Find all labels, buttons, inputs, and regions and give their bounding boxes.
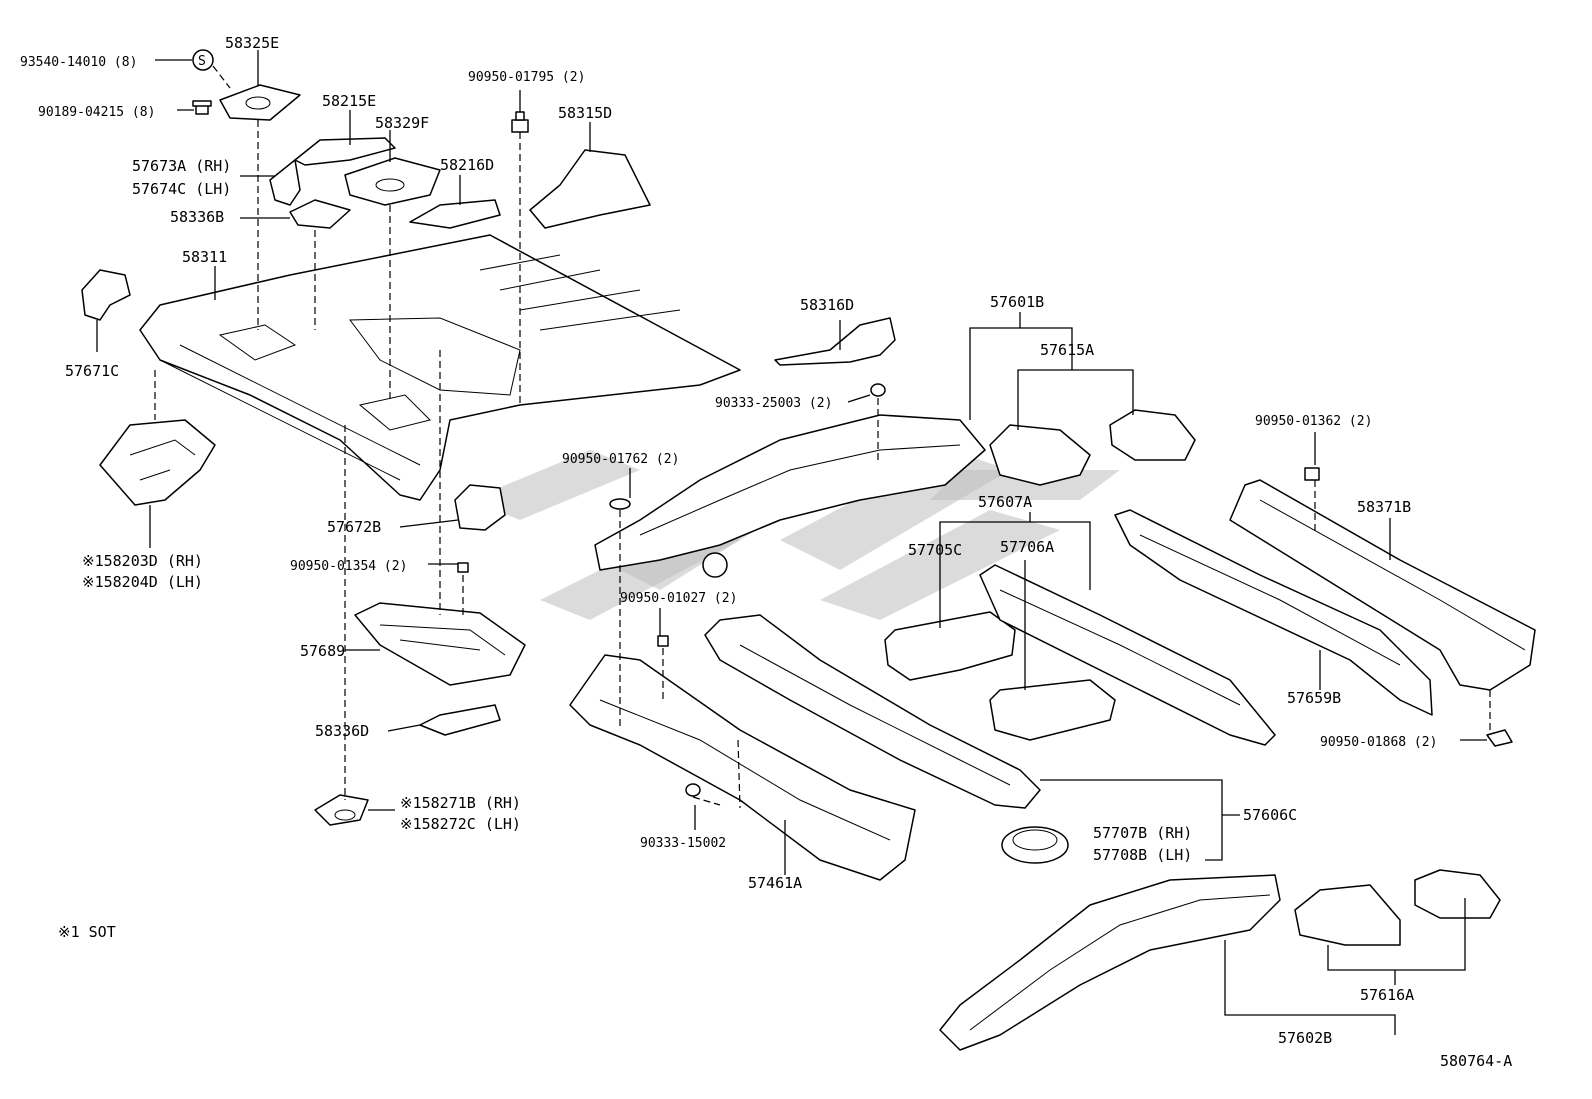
part-57706a-rail	[979, 564, 1276, 746]
label-57674c: 57674C (LH)	[132, 180, 231, 198]
label-90950-01362: 90950-01362 (2)	[1255, 414, 1372, 429]
label-57708b: 57708B (LH)	[1093, 846, 1192, 864]
label-58316d: 58316D	[800, 296, 854, 314]
label-158271b: ※158271B (RH)	[400, 794, 521, 812]
part-57606c-crossmember	[704, 614, 1041, 809]
label-57673a: 57673A (RH)	[132, 157, 231, 175]
clip-90333-25003-icon	[870, 383, 886, 397]
label-57607a: 57607A	[978, 493, 1032, 511]
part-58371b-rail	[1229, 479, 1536, 691]
drawing-code: 580764-A	[1440, 1052, 1512, 1070]
label-58325e: 58325E	[225, 34, 279, 52]
label-58329f: 58329F	[375, 114, 429, 132]
leader-lines	[96, 50, 1491, 1035]
part-57616a-right	[1414, 869, 1501, 919]
clip-90189-icon	[192, 100, 212, 115]
clip-90333-15002-icon	[685, 783, 701, 797]
part-58325e-shape	[219, 84, 301, 121]
label-58371b: 58371B	[1357, 498, 1411, 516]
part-158203d-shape	[99, 419, 216, 506]
clip-90950-01762-icon	[609, 498, 631, 510]
label-158272c: ※158272C (LH)	[400, 815, 521, 833]
label-57707b: 57707B (RH)	[1093, 824, 1192, 842]
label-93540-14010: 93540-14010 (8)	[20, 55, 137, 70]
label-57602b: 57602B	[1278, 1029, 1332, 1047]
footnote-sot: ※1 SOT	[58, 923, 116, 941]
part-57615a-right	[1109, 409, 1196, 461]
part-58329f-shape	[344, 157, 441, 206]
label-57461a: 57461A	[748, 874, 802, 892]
part-58215e-shape	[294, 137, 396, 166]
label-90950-01795: 90950-01795 (2)	[468, 70, 585, 85]
part-57659b-rail	[1114, 509, 1433, 716]
part-57706a-block	[989, 679, 1116, 741]
part-58336d-shape	[419, 704, 501, 736]
label-58215e: 58215E	[322, 92, 376, 110]
label-90950-01868: 90950-01868 (2)	[1320, 735, 1437, 750]
label-57659b: 57659B	[1287, 689, 1341, 707]
part-57707b-cap	[1001, 826, 1069, 864]
part-57672b-shape	[454, 484, 506, 531]
part-57616a-left	[1294, 884, 1401, 946]
part-57689-shape	[354, 602, 526, 686]
part-57601b-rail	[594, 414, 986, 578]
part-58216d-shape	[409, 199, 501, 229]
label-57616a: 57616A	[1360, 986, 1414, 1004]
label-90333-15002: 90333-15002	[640, 836, 726, 851]
label-57689: 57689	[300, 642, 345, 660]
label-158203d: ※158203D (RH)	[82, 552, 203, 570]
label-57672b: 57672B	[327, 518, 381, 536]
part-57671c-shape	[81, 269, 131, 321]
label-90333-25003: 90333-25003 (2)	[715, 396, 832, 411]
label-58336d: 58336D	[315, 722, 369, 740]
clip-90950-01027-icon	[657, 635, 669, 647]
label-90189-04215: 90189-04215 (8)	[38, 105, 155, 120]
label-158204d: ※158204D (LH)	[82, 573, 203, 591]
label-58315d: 58315D	[558, 104, 612, 122]
label-90950-01354: 90950-01354 (2)	[290, 559, 407, 574]
label-90950-01762: 90950-01762 (2)	[562, 452, 679, 467]
seal-s-label: S	[198, 54, 206, 69]
part-58315d-shape	[529, 149, 651, 229]
clip-90950-01795-icon	[511, 111, 529, 133]
label-57705c: 57705C	[908, 541, 962, 559]
label-57601b: 57601B	[990, 293, 1044, 311]
label-58216d: 58216D	[440, 156, 494, 174]
label-57606c: 57606C	[1243, 806, 1297, 824]
seal-s-icon: S	[192, 49, 214, 71]
clip-90950-01354-icon	[457, 562, 469, 573]
label-57615a: 57615A	[1040, 341, 1094, 359]
part-158271b-shape	[314, 794, 369, 826]
label-58311: 58311	[182, 248, 227, 266]
part-57461a-rail	[569, 654, 916, 881]
clip-90950-01362-icon	[1304, 467, 1320, 481]
label-57671c: 57671C	[65, 362, 119, 380]
part-57673a-shape	[269, 159, 301, 206]
clip-90950-01868-icon	[1486, 729, 1513, 747]
part-57602b-rail	[939, 874, 1281, 1051]
part-58316d-shape	[774, 317, 896, 366]
part-58336b-shape	[289, 199, 351, 229]
part-57705c-shape	[884, 611, 1016, 681]
part-57615a-left	[989, 424, 1091, 486]
label-57706a: 57706A	[1000, 538, 1054, 556]
label-58336b: 58336B	[170, 208, 224, 226]
label-90950-01027: 90950-01027 (2)	[620, 591, 737, 606]
